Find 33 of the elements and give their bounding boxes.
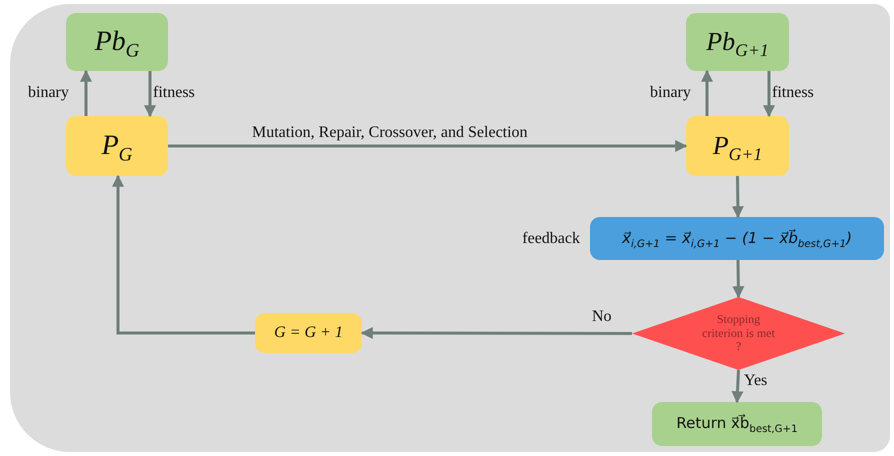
- arrow: [701, 70, 713, 116]
- edge-label: binary: [28, 84, 69, 102]
- arrow: [80, 70, 92, 116]
- node-caption: feedback: [522, 230, 580, 248]
- arrow: [168, 140, 688, 152]
- arrow: [732, 370, 744, 404]
- process-box: [66, 13, 168, 71]
- node-text: x⃗$_{i,G+1}$ = x⃗$_{i,G+1}$ − (1 − x⃗b⃗$_{best,G+1}$): [622, 230, 852, 248]
- node-text: P$_{G+1}$: [712, 131, 762, 161]
- process-box: [66, 116, 168, 176]
- arrow: [112, 174, 255, 334]
- edge-label: fitness: [772, 84, 814, 102]
- node-text: Pb$_{G+1}$: [706, 27, 769, 57]
- arrow: [732, 260, 744, 298]
- node-text: G = G + 1: [274, 324, 343, 342]
- edge-label: No: [592, 308, 612, 326]
- node-text: P$_{G}$: [102, 130, 132, 162]
- edge-label: Mutation, Repair, Crossover, and Selection: [252, 124, 528, 142]
- arrow: [360, 327, 632, 340]
- node-text: Stopping criterion is met ?: [701, 312, 776, 354]
- arrow: [144, 71, 156, 118]
- process-box: [652, 402, 822, 446]
- node-text: Return x⃗b⃗$_{best,G+1}$: [676, 415, 798, 433]
- process-box: [686, 13, 789, 71]
- edge-label: fitness: [153, 84, 195, 102]
- arrow: [763, 71, 775, 118]
- node-text: Pb$_{G}$: [94, 26, 140, 58]
- decision-diamond: [632, 297, 845, 370]
- process-box: [686, 116, 789, 176]
- process-box: [255, 313, 362, 353]
- edge-label: Yes: [744, 372, 768, 390]
- arrow: [732, 176, 744, 218]
- edge-label: binary: [650, 84, 691, 102]
